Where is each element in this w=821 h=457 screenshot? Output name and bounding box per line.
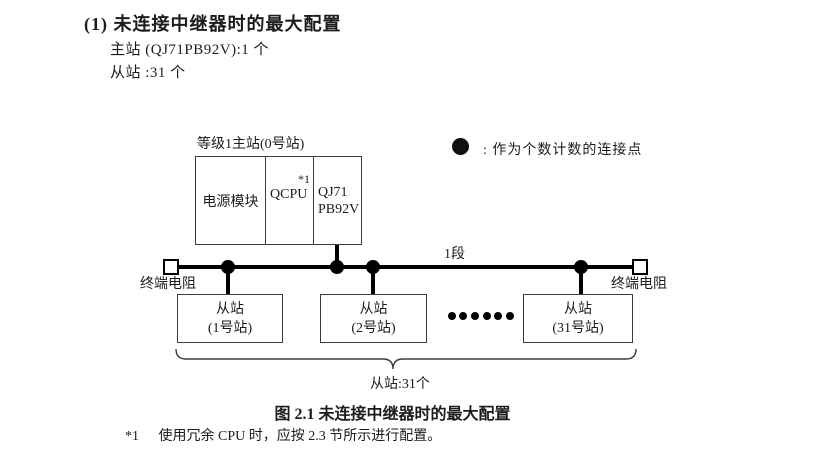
- master-drop-line: [335, 245, 339, 267]
- ellipsis-dot: [448, 312, 456, 320]
- slave-station-box-2: 从站 (2号站): [320, 294, 427, 343]
- terminator-label-right: 终端电阻: [611, 277, 667, 292]
- figure-caption: 图 2.1 未连接中继器时的最大配置: [274, 406, 511, 423]
- footnote-marker: *1: [125, 429, 139, 444]
- qj71pb92v-cell: QJ71 PB92V: [314, 157, 361, 244]
- power-module-cell: 电源模块: [196, 157, 266, 244]
- qcpu-cell: *1 QCPU: [266, 157, 314, 244]
- ellipsis-dot: [483, 312, 491, 320]
- slave-station-box-31: 从站 (31号站): [523, 294, 633, 343]
- slave1-drop-line: [226, 267, 230, 294]
- master-station-label: 等级1主站(0号站): [197, 137, 305, 152]
- ellipsis-dot: [494, 312, 502, 320]
- master-station-box: 电源模块 *1 QCPU QJ71 PB92V: [195, 156, 362, 245]
- spec-slave-count: 从站 :31 个: [110, 65, 186, 81]
- slave2-line1: 从站: [359, 301, 388, 317]
- ellipsis-dot: [459, 312, 467, 320]
- slave1-line2: (1号站): [207, 320, 253, 336]
- slave1-line1: 从站: [216, 301, 244, 317]
- bus-line: [177, 265, 634, 269]
- footnote-text: 使用冗余 CPU 时，应按 2.3 节所示进行配置。: [158, 429, 442, 444]
- connection-point-icon: [330, 260, 344, 274]
- section-heading: (1) 未连接中继器时的最大配置: [84, 14, 342, 34]
- qcpu-label: QCPU: [270, 187, 308, 202]
- qj71-label: QJ71: [318, 184, 348, 200]
- slave-station-box-1: 从站 (1号站): [177, 294, 283, 343]
- connection-point-icon: [221, 260, 235, 274]
- pb92v-label: PB92V: [318, 201, 360, 217]
- terminator-resistor-icon: [163, 259, 179, 275]
- slave31-line1: 从站: [564, 301, 592, 317]
- spec-master-count: 主站 (QJ71PB92V):1 个: [110, 42, 270, 58]
- slave31-line2: (31号站): [552, 320, 604, 336]
- ellipsis-dot: [506, 312, 514, 320]
- underbrace: [175, 348, 637, 370]
- footnote: *1 使用冗余 CPU 时，应按 2.3 节所示进行配置。: [125, 425, 441, 445]
- ellipsis-dot: [471, 312, 479, 320]
- connection-point-icon: [574, 260, 588, 274]
- legend-text: : 作为个数计数的连接点: [483, 143, 643, 158]
- connection-point-icon: [452, 138, 469, 155]
- slave2-line2: (2号站): [351, 320, 396, 336]
- connection-point-icon: [366, 260, 380, 274]
- terminator-label-left: 终端电阻: [140, 277, 196, 292]
- brace-label: 从站:31个: [370, 377, 430, 392]
- terminator-resistor-icon: [632, 259, 648, 275]
- segment-label: 1段: [444, 247, 465, 262]
- slave31-drop-line: [579, 267, 583, 294]
- slave2-drop-line: [371, 267, 375, 294]
- footnote-ref: *1: [298, 172, 310, 186]
